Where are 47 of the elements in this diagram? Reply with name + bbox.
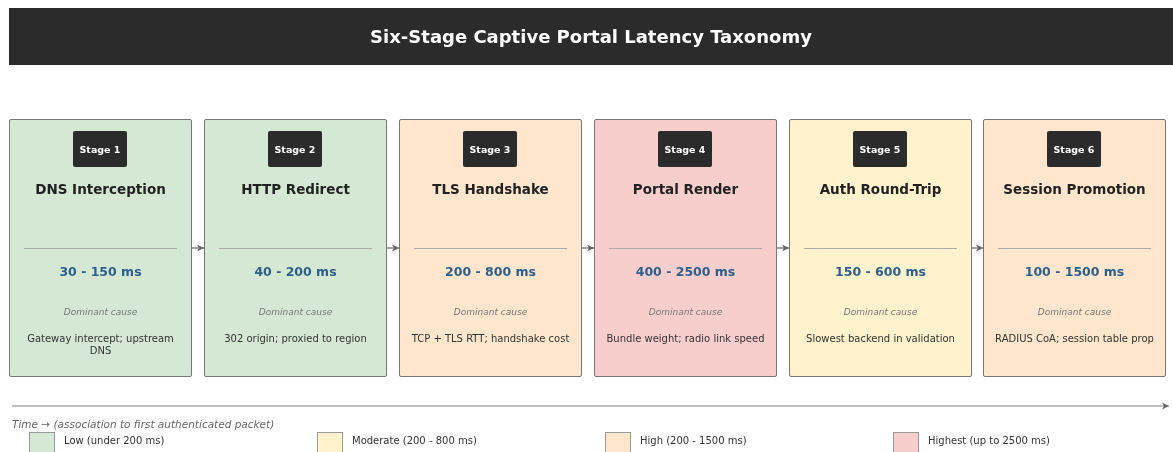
legend-label: Highest (up to 2500 ms)	[928, 435, 1050, 446]
legend-label: Low (under 200 ms)	[64, 435, 165, 446]
latency-range: 150 - 600 ms	[834, 264, 927, 279]
stage-badge: Stage 2	[268, 131, 322, 167]
latency-range: 30 - 150 ms	[58, 264, 143, 279]
stage-title: TLS Handshake	[431, 182, 550, 197]
title-bar: Six-Stage Captive Portal Latency Taxonomy	[9, 8, 1173, 65]
cause-heading: Dominant cause	[452, 307, 529, 317]
cause-heading: Dominant cause	[257, 307, 334, 317]
stage-badge: Stage 4	[658, 131, 712, 167]
stage-title: Auth Round-Trip	[818, 182, 943, 197]
stage-title: Session Promotion	[1002, 182, 1147, 197]
cause-heading: Dominant cause	[842, 307, 919, 317]
stage-title: Portal Render	[631, 182, 740, 197]
latency-range: 100 - 1500 ms	[1023, 264, 1126, 279]
arrow	[191, 244, 205, 252]
cause-text: Gateway intercept; upstream DNS	[26, 333, 175, 357]
stage-card	[399, 119, 582, 377]
cause-heading: Dominant cause	[647, 307, 724, 317]
stage-card	[983, 119, 1166, 377]
cause-heading: Dominant cause	[1036, 307, 1113, 317]
cause-text: Slowest backend in validation	[805, 333, 956, 345]
stage-title: DNS Interception	[34, 182, 167, 197]
cause-heading: Dominant cause	[62, 307, 139, 317]
cause-text: Bundle weight; radio link speed	[605, 333, 766, 345]
arrow	[581, 244, 595, 252]
stage-badge: Stage 1	[73, 131, 127, 167]
stage-badge: Stage 3	[463, 131, 517, 167]
stage-badge: Stage 5	[853, 131, 907, 167]
stage-card	[204, 119, 387, 377]
arrow	[386, 244, 400, 252]
arrow	[776, 244, 790, 252]
arrow	[971, 244, 984, 252]
latency-range: 200 - 800 ms	[444, 264, 537, 279]
stage-badge: Stage 6	[1047, 131, 1101, 167]
latency-range: 400 - 2500 ms	[634, 264, 737, 279]
latency-range: 40 - 200 ms	[253, 264, 338, 279]
stage-card	[594, 119, 777, 377]
legend-label: High (200 - 1500 ms)	[640, 435, 747, 446]
cause-text: RADIUS CoA; session table prop	[994, 333, 1155, 345]
stage-card	[9, 119, 192, 377]
axis-caption: Time → (association to first authenticated packet)	[12, 418, 275, 430]
stage-card	[789, 119, 972, 377]
cause-text: 302 origin; proxied to region	[223, 333, 368, 345]
stage-title: HTTP Redirect	[240, 182, 351, 197]
legend-label: Moderate (200 - 800 ms)	[352, 435, 477, 446]
cause-text: TCP + TLS RTT; handshake cost	[410, 333, 571, 345]
